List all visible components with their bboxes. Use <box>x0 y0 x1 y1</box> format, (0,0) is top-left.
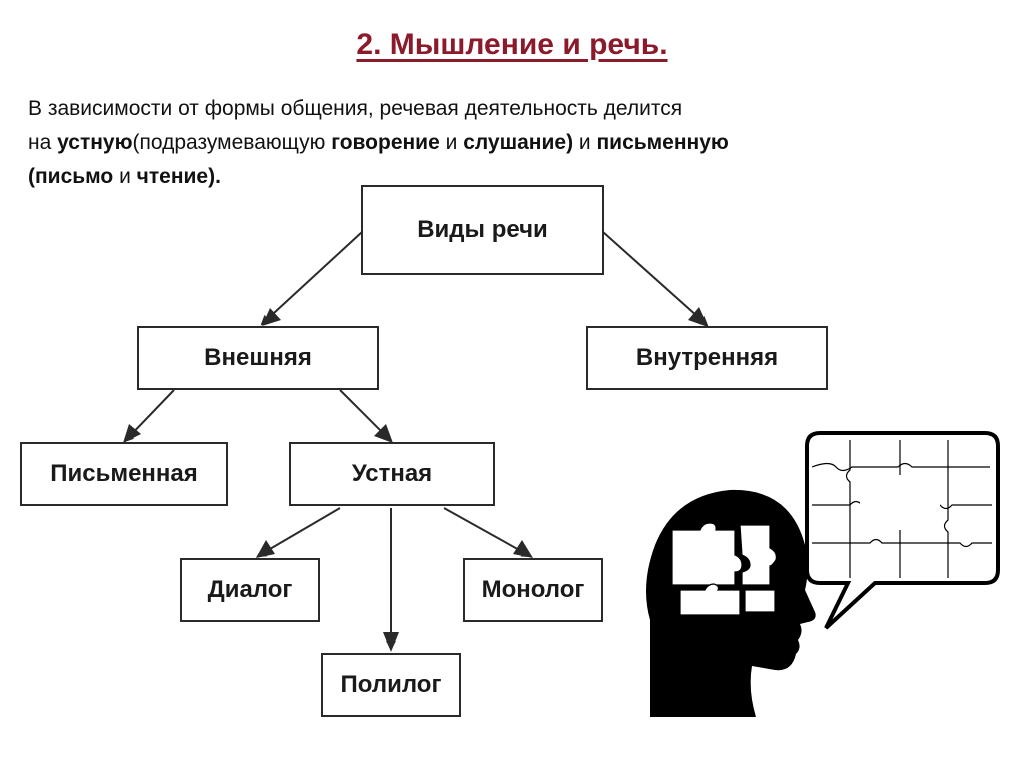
arrow-tip-root-internal <box>688 307 708 327</box>
intro-paragraph: В зависимости от формы общения, речевая … <box>28 92 908 194</box>
intro-line-2: на устную(подразумевающую говорение и сл… <box>28 126 908 160</box>
intro-line-1: В зависимости от формы общения, речевая … <box>28 97 683 120</box>
node-written: Письменная <box>20 442 228 506</box>
intro-listening: слушание) <box>463 131 574 154</box>
intro-writing: (письмо <box>28 165 114 188</box>
arrow-tip-oral-polylog <box>383 632 399 652</box>
arrow-tip-external-oral <box>374 424 393 443</box>
head-puzzle-pieces <box>671 522 777 616</box>
slide-title: 2. Мышление и речь. <box>0 28 1024 62</box>
intro-text: на <box>28 131 58 154</box>
node-internal: Внутренняя <box>586 326 828 390</box>
node-monolog: Монолог <box>463 558 603 622</box>
arrow-root-to-external <box>260 231 363 326</box>
intro-speaking: говорение <box>331 131 440 154</box>
intro-line-3: (письмо и чтение). <box>28 160 908 194</box>
arrow-tip-oral-monolog <box>513 540 533 558</box>
node-oral: Устная <box>289 442 495 506</box>
intro-oral: устную <box>57 131 133 154</box>
speech-bubble <box>805 431 1000 630</box>
arrow-root-to-internal <box>602 231 709 327</box>
intro-written: письменную <box>596 131 729 154</box>
arrow-oral-to-dialog <box>256 507 341 558</box>
intro-text: и <box>573 131 597 154</box>
node-dialog: Диалог <box>180 558 320 622</box>
node-external: Внешняя <box>137 326 379 390</box>
node-root: Виды речи <box>361 185 604 275</box>
bubble-puzzle-gap <box>860 475 940 530</box>
arrow-tip-external-written <box>123 424 141 443</box>
intro-text: и <box>113 165 137 188</box>
arrow-oral-to-monolog <box>443 507 532 557</box>
intro-text: (подразумевающую <box>132 131 332 154</box>
slide-title-text: 2. Мышление и речь. <box>356 28 668 61</box>
node-polylog: Полилог <box>321 653 461 717</box>
arrow-tip-oral-dialog <box>256 540 275 558</box>
intro-reading: чтение). <box>136 165 221 188</box>
arrow-tip-root-external <box>262 308 281 326</box>
intro-text: и <box>439 131 464 154</box>
